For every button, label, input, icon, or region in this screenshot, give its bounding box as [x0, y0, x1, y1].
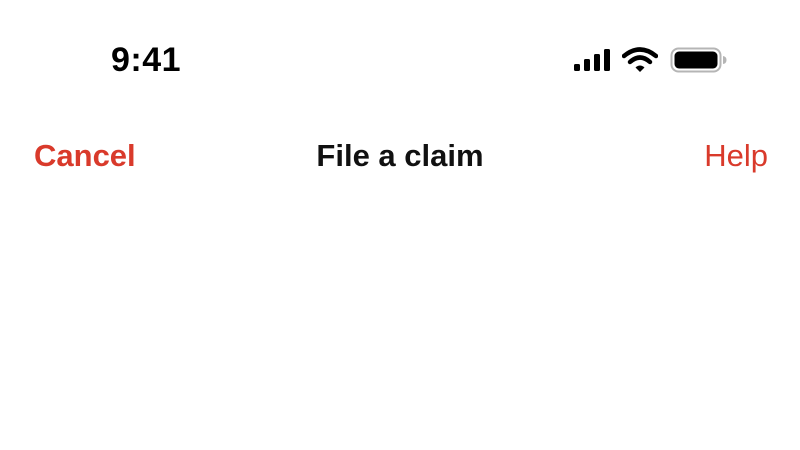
status-icons: [572, 44, 728, 76]
battery-icon: [670, 46, 728, 74]
help-button[interactable]: Help: [704, 138, 768, 173]
cancel-button[interactable]: Cancel: [34, 138, 136, 173]
status-bar: 9:41: [0, 0, 800, 100]
status-time: 9:41: [111, 41, 182, 79]
wifi-icon: [622, 47, 658, 73]
cellular-signal-icon: [572, 48, 612, 72]
navigation-bar: Cancel File a claim Help: [0, 130, 800, 180]
